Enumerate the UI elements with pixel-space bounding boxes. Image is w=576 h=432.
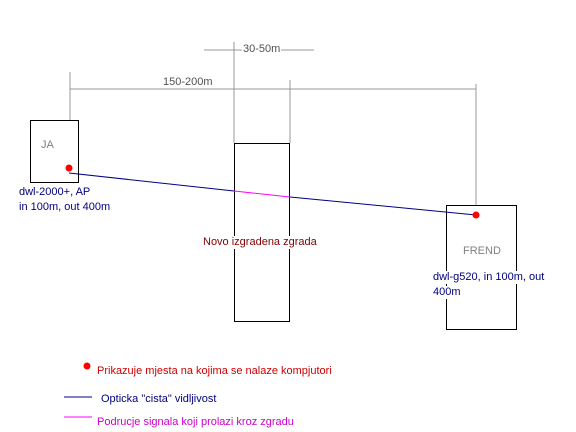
signal-through-building	[233, 190, 291, 198]
computer-dot-frend	[472, 211, 480, 219]
left-device-label-line2: in 100m, out 400m	[19, 201, 111, 213]
sight-line-left	[68, 172, 235, 192]
box-ja	[30, 120, 79, 183]
dim-label-short: 30-50m	[242, 43, 282, 56]
legend-item-through-building: Podrucje signala koji prolazi kroz zgrad…	[97, 416, 294, 428]
legend-item-sight: Opticka "cista" vidljivost	[101, 393, 217, 405]
box-frend-label: FREND	[463, 245, 501, 257]
right-device-label-line2: 400m	[433, 286, 461, 299]
red-dot-icon	[83, 362, 91, 370]
box-frend	[446, 205, 517, 330]
sight-line-right	[289, 196, 477, 216]
building-rect	[234, 143, 290, 322]
right-device-label-line1: dwl-g520, in 100m, out	[433, 271, 545, 284]
building-label: Novo izgradena zgrada	[203, 236, 317, 249]
box-ja-label: JA	[41, 139, 54, 151]
computer-dot-ja	[65, 164, 73, 172]
left-device-label-line1: dwl-2000+, AP	[19, 186, 91, 198]
legend-item-computers: Prikazuje mjesta na kojima se nalaze kom…	[97, 365, 332, 377]
dim-label-long: 150-200m	[163, 76, 213, 88]
